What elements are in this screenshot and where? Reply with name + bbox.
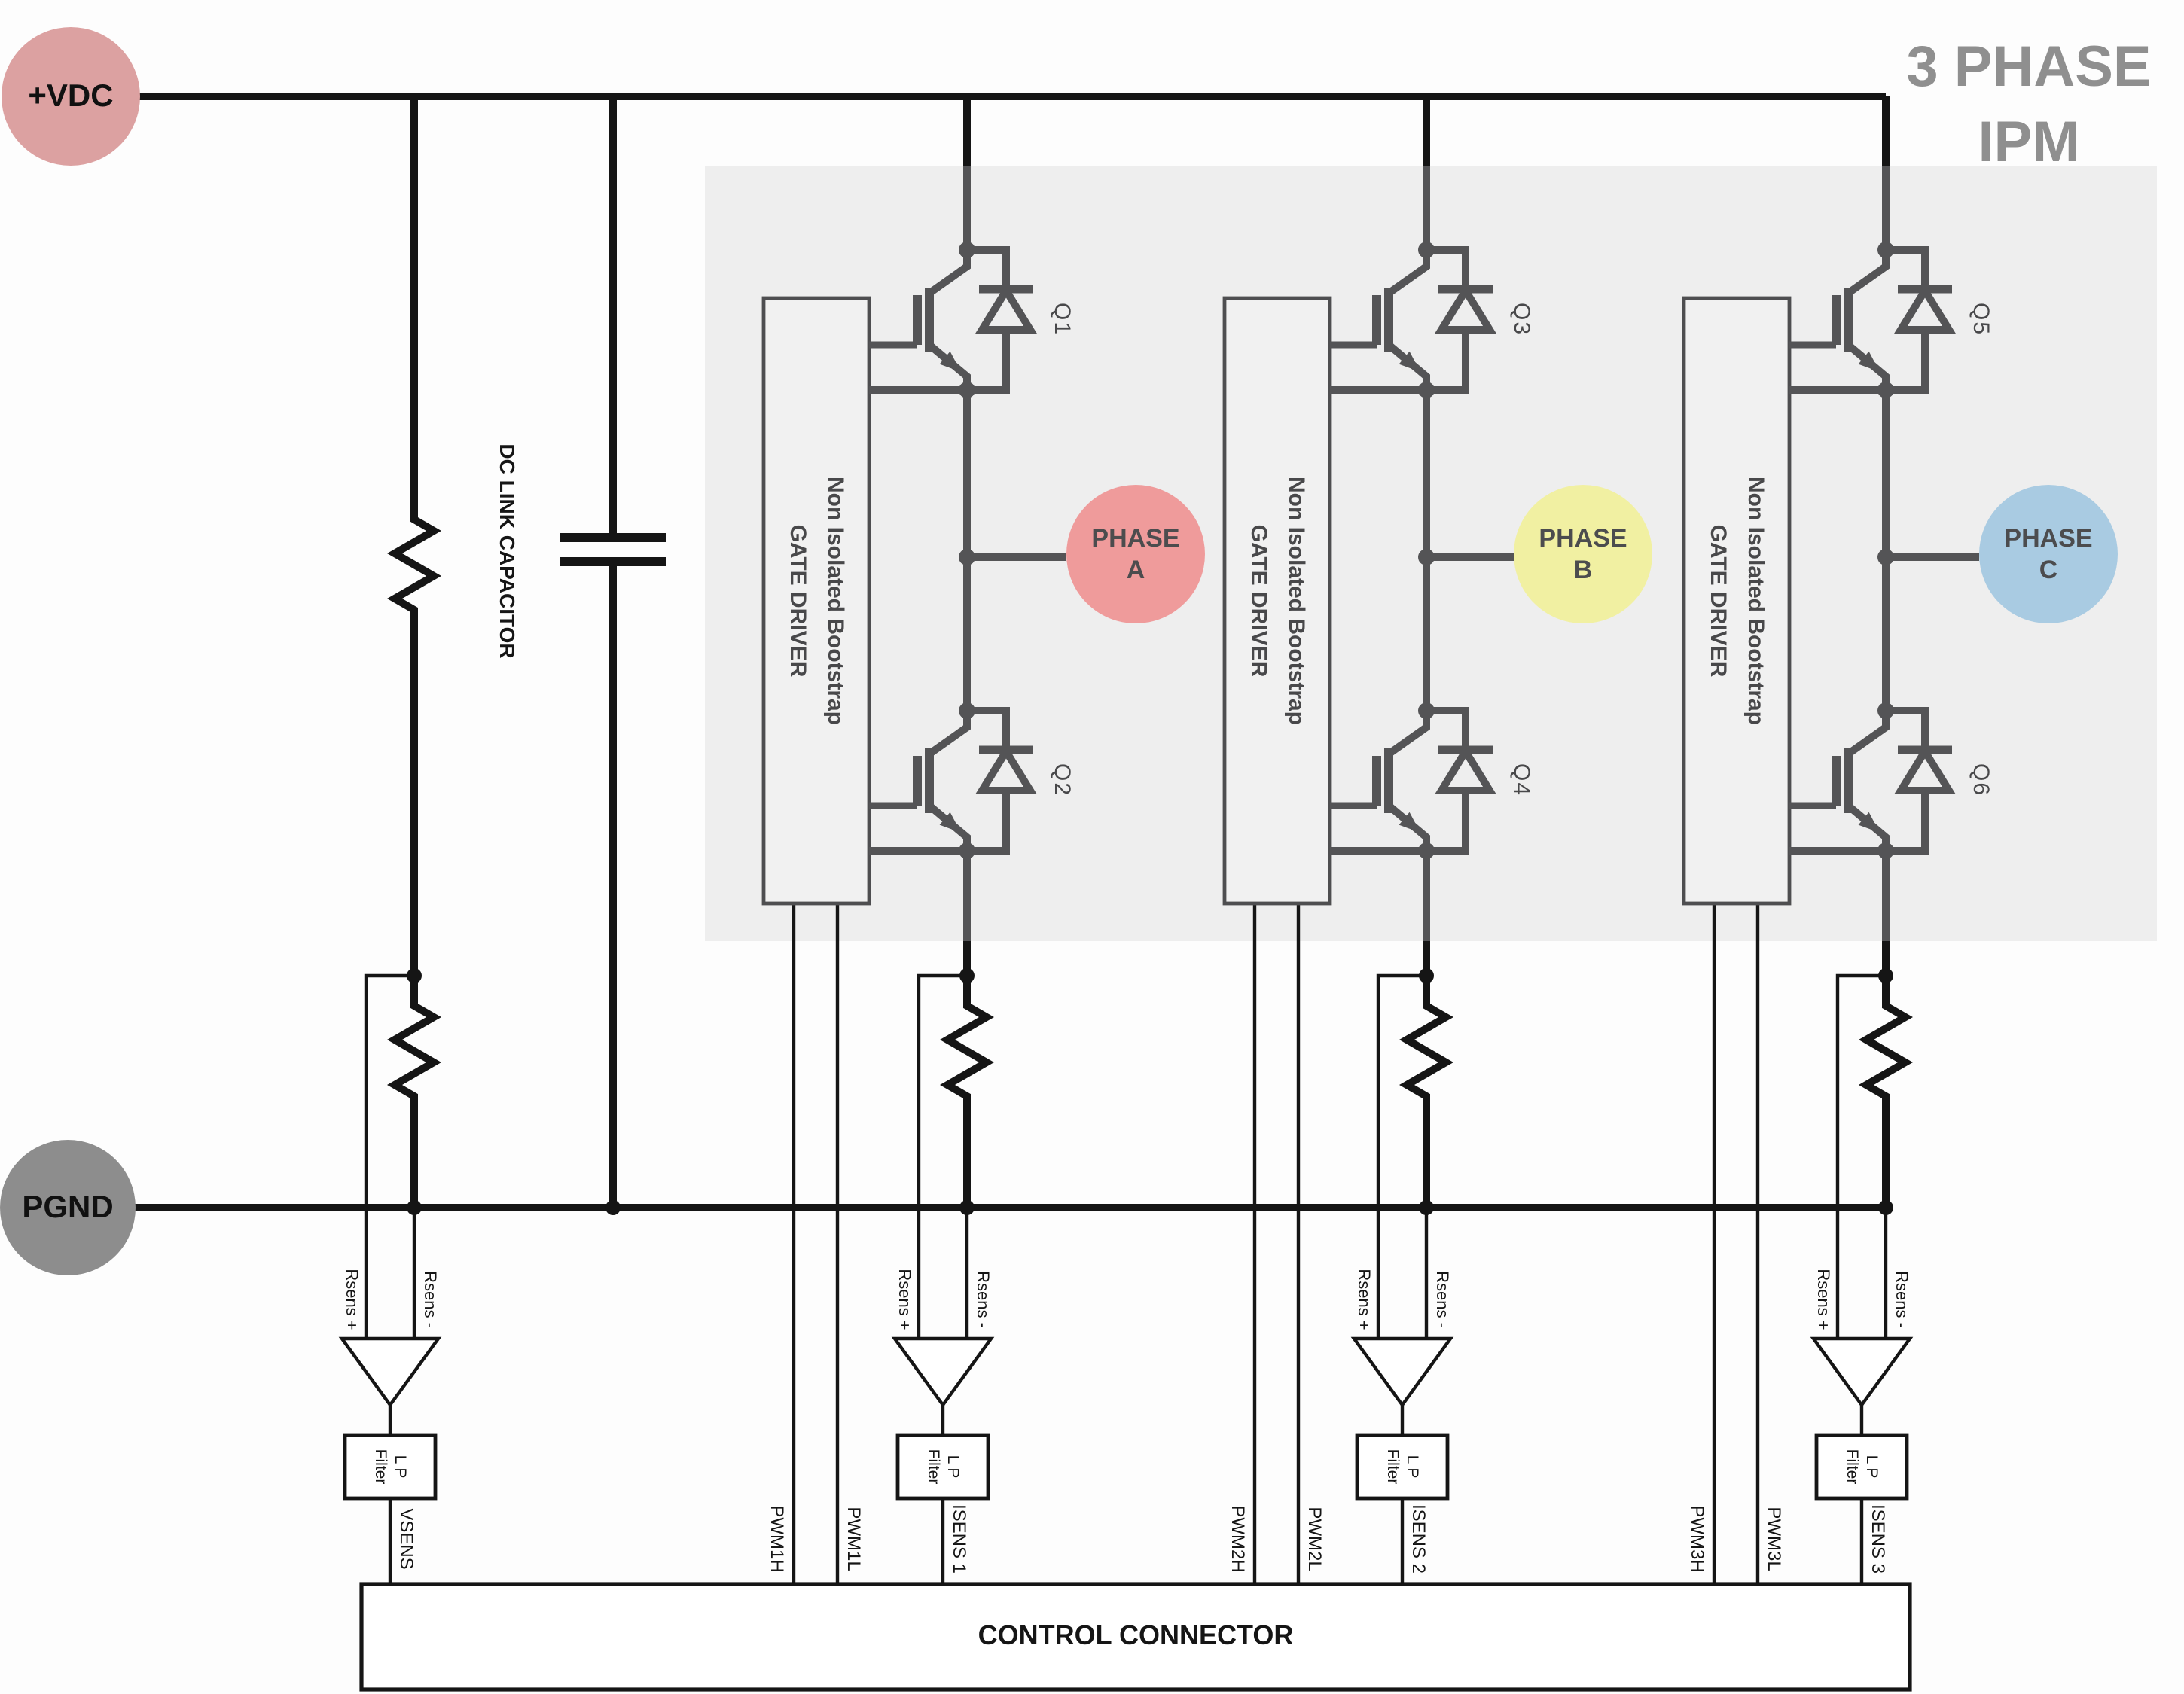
gate-driver-blocks <box>761 296 1792 906</box>
vdc-terminal-circle <box>2 27 140 166</box>
lp-filter-box-isens3 <box>1814 1433 1909 1501</box>
rsens-plus-label-2: Rsens + <box>895 1269 913 1330</box>
isens3-label: ISENS 3 <box>1868 1504 1889 1574</box>
title-line1: 3 PHASE <box>1906 36 2152 99</box>
gate-driver-box-1 <box>761 296 871 906</box>
phase-c-circle <box>1979 485 2118 623</box>
isens1-label: ISENS 1 <box>949 1504 970 1574</box>
sense-amplifiers <box>338 1336 1914 1501</box>
pwm3l-label: PWM3L <box>1764 1507 1785 1571</box>
phase-b-label: PHASE B <box>1539 524 1627 584</box>
isens2-label: ISENS 2 <box>1408 1504 1429 1574</box>
lp-filter-label-2: L P Filter <box>925 1449 962 1485</box>
rsens-plus-label-4: Rsens + <box>1813 1269 1832 1330</box>
rsens-minus-label-3: Rsens - <box>1432 1271 1450 1328</box>
lp-filter-label-4: L P Filter <box>1844 1449 1880 1485</box>
diagram-title: 3 PHASE IPM <box>1906 30 2151 181</box>
lp-filter-label-1: L P Filter <box>372 1449 409 1485</box>
pwm2l-label: PWM2L <box>1304 1507 1325 1571</box>
q4-label: Q4 <box>1508 763 1534 797</box>
pwm2h-label: PWM2H <box>1228 1505 1249 1573</box>
amp-triangle-isens2 <box>1350 1336 1454 1408</box>
gate-driver-label-3: Non Isolated Bootstrap GATE DRIVER <box>1705 476 1768 726</box>
pwm1h-label: PWM1H <box>767 1505 788 1573</box>
lp-filter-box-isens1 <box>895 1433 990 1501</box>
ipm-internal-wires <box>869 166 1979 941</box>
vdc-label: +VDC <box>28 78 114 114</box>
amp-triangle-vsens <box>338 1336 442 1408</box>
gate-driver-box-2 <box>1222 296 1332 906</box>
rsens-minus-label-2: Rsens - <box>973 1271 991 1328</box>
pwm1l-label: PWM1L <box>843 1507 865 1571</box>
power-junction-dots <box>407 968 1893 1215</box>
amp-triangle-isens1 <box>891 1336 995 1408</box>
phase-b-circle <box>1514 485 1652 623</box>
phase-node-dots <box>959 549 1894 565</box>
lp-filter-box-isens2 <box>1355 1433 1450 1501</box>
phase-a-label: PHASE A <box>1091 524 1180 584</box>
phase-c-label: PHASE C <box>2004 524 2093 584</box>
q1-label: Q1 <box>1049 302 1075 337</box>
power-wires <box>133 93 1914 1211</box>
rsens-minus-label-4: Rsens - <box>1892 1271 1910 1328</box>
gate-driver-box-3 <box>1682 296 1792 906</box>
control-connector-label: CONTROL CONNECTOR <box>978 1620 1294 1651</box>
q2-label: Q2 <box>1049 763 1075 797</box>
lp-filter-label-3: L P Filter <box>1384 1449 1421 1485</box>
q5-label: Q5 <box>1968 302 1993 337</box>
control-connector-box <box>359 1582 1912 1692</box>
lp-filter-box-vsens <box>343 1433 438 1501</box>
phase-a-circle <box>1066 485 1205 623</box>
signal-wires <box>364 903 1888 1584</box>
q6-label: Q6 <box>1968 763 1993 797</box>
q3-label: Q3 <box>1508 302 1534 337</box>
pgnd-label: PGND <box>22 1190 114 1225</box>
pgnd-terminal-circle <box>0 1140 136 1275</box>
title-line2: IPM <box>1978 111 2080 175</box>
dc-link-capacitor-label: DC LINK CAPACITOR <box>496 443 520 659</box>
vsens-label: VSENS <box>396 1508 417 1570</box>
rsens-plus-label-1: Rsens + <box>342 1269 360 1330</box>
gate-driver-label-1: Non Isolated Bootstrap GATE DRIVER <box>785 476 848 726</box>
amp-triangle-isens3 <box>1810 1336 1914 1408</box>
rsens-plus-label-3: Rsens + <box>1354 1269 1372 1330</box>
pwm3h-label: PWM3H <box>1687 1505 1708 1573</box>
gate-driver-label-2: Non Isolated Bootstrap GATE DRIVER <box>1246 476 1309 726</box>
rsens-minus-label-1: Rsens - <box>420 1271 438 1328</box>
